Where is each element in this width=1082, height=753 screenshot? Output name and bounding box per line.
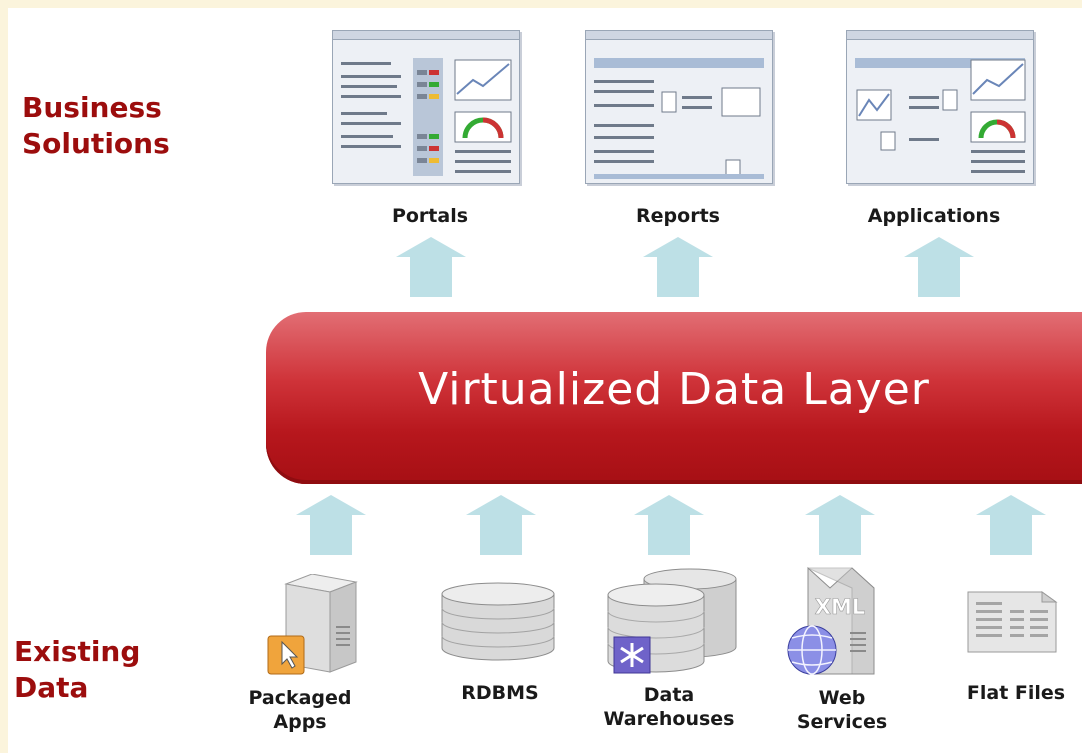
xml-document-icon: XML bbox=[787, 566, 875, 675]
web-services-label: Web Services bbox=[796, 687, 888, 733]
portals-label: Portals bbox=[391, 205, 469, 227]
xml-badge: XML bbox=[815, 595, 865, 619]
arrow-up-icon bbox=[634, 495, 704, 555]
arrow-up-icon bbox=[296, 495, 366, 555]
data-warehouse-icon bbox=[607, 568, 737, 674]
existing-data-label: Existing Data bbox=[14, 635, 141, 704]
packaged-apps-label: Packaged Apps bbox=[248, 687, 352, 733]
arrow-up-icon bbox=[643, 237, 713, 297]
arrow-up-icon bbox=[976, 495, 1046, 555]
arrow-up-icon bbox=[805, 495, 875, 555]
reports-label: Reports bbox=[636, 205, 720, 227]
business-solutions-label: Business Solutions bbox=[22, 91, 170, 160]
flat-files-label: Flat Files bbox=[966, 682, 1066, 704]
applications-label: Applications bbox=[867, 205, 1001, 227]
reports-screenshot bbox=[585, 30, 773, 184]
virtualized-data-layer bbox=[266, 312, 1082, 484]
server-icon bbox=[267, 574, 358, 675]
virtualized-data-layer-title: Virtualized Data Layer bbox=[418, 364, 930, 415]
database-icon bbox=[441, 582, 555, 661]
applications-screenshot bbox=[846, 30, 1034, 184]
arrow-up-icon bbox=[466, 495, 536, 555]
rdbms-label: RDBMS bbox=[461, 682, 539, 704]
arrow-up-icon bbox=[904, 237, 974, 297]
data-warehouses-label: Data Warehouses bbox=[603, 684, 735, 730]
flat-files-icon bbox=[967, 591, 1058, 653]
portals-screenshot bbox=[332, 30, 520, 184]
arrow-up-icon bbox=[396, 237, 466, 297]
